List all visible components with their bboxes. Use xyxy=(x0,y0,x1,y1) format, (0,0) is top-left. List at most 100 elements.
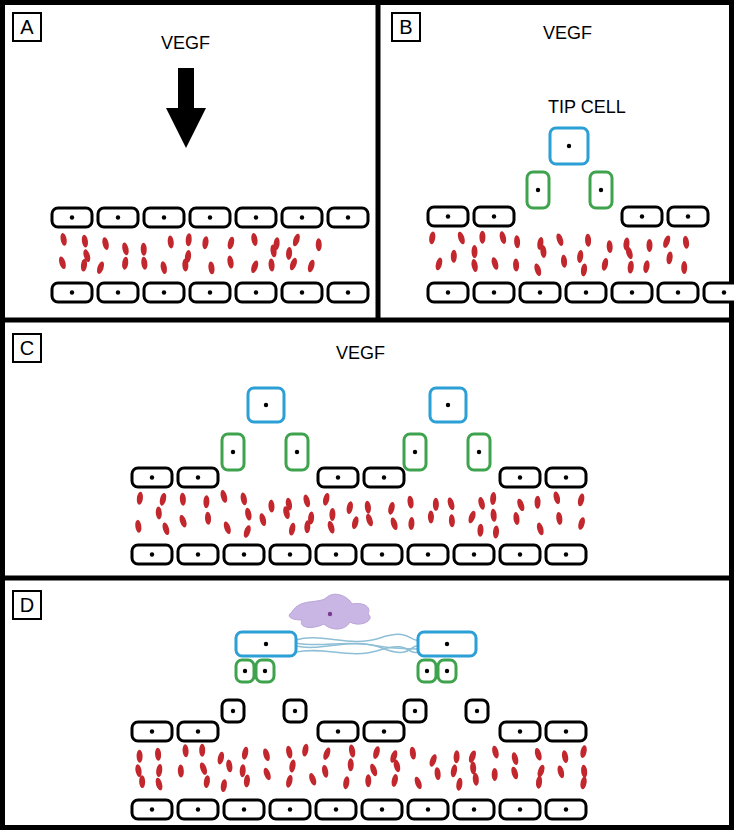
endothelial-cell xyxy=(132,800,172,819)
blood-cell xyxy=(585,234,592,247)
cell-nucleus xyxy=(492,214,496,218)
cell-nucleus xyxy=(584,290,588,294)
blood-cell xyxy=(268,499,275,512)
cell-nucleus xyxy=(295,450,299,454)
endothelial-cell xyxy=(270,800,310,819)
blood-cell xyxy=(662,234,672,248)
blood-cell xyxy=(456,231,466,245)
cell-nucleus xyxy=(300,290,304,294)
blood-cell xyxy=(285,745,293,759)
blood-cell xyxy=(322,492,331,506)
blood-cell xyxy=(203,775,211,789)
blood-cell xyxy=(365,774,371,787)
endothelial-cell xyxy=(362,545,402,564)
blood-cell xyxy=(428,510,434,523)
blood-cell xyxy=(179,492,186,505)
endothelial-cell xyxy=(222,700,244,722)
blood-cell xyxy=(185,233,192,246)
blood-cell xyxy=(601,257,609,271)
blood-cell xyxy=(510,766,519,780)
stalk-cell xyxy=(286,434,308,470)
blood-cell xyxy=(533,263,542,277)
blood-cell xyxy=(136,750,142,763)
blood-cell xyxy=(282,506,291,520)
cell-nucleus xyxy=(150,552,154,556)
vegf-arrow xyxy=(166,108,206,148)
cell-nucleus xyxy=(445,642,449,646)
blood-cell xyxy=(514,235,521,248)
blood-cell xyxy=(536,522,545,536)
blood-cell xyxy=(577,516,586,530)
blood-cell xyxy=(477,496,486,510)
cell-nucleus xyxy=(196,729,200,733)
blood-cell xyxy=(471,245,477,258)
endothelial-cell xyxy=(428,207,468,226)
blood-cell xyxy=(493,525,500,538)
endothelial-cell xyxy=(454,545,494,564)
panel-divider xyxy=(376,0,381,320)
blood-cell xyxy=(513,512,521,526)
endothelial-cell xyxy=(364,468,404,487)
cell-nucleus xyxy=(380,552,384,556)
blood-cell xyxy=(472,772,479,786)
endothelial-cell xyxy=(546,468,586,487)
blood-cell xyxy=(536,764,546,778)
blood-cell xyxy=(387,501,396,515)
endothelial-cell xyxy=(428,283,468,302)
blood-cell xyxy=(155,506,162,519)
blood-cell xyxy=(390,774,399,788)
stalk-cell xyxy=(438,660,456,682)
endothelial-cell xyxy=(190,283,230,302)
blood-cell xyxy=(316,238,322,251)
endothelial-cell xyxy=(474,207,514,226)
blood-cell xyxy=(101,237,110,251)
cell-nucleus xyxy=(208,215,212,219)
cell-nucleus xyxy=(254,290,258,294)
blood-cell xyxy=(307,259,316,273)
endothelial-cell xyxy=(144,283,184,302)
endothelial-cell xyxy=(178,545,218,564)
blood-cell xyxy=(96,261,106,275)
new-vessel xyxy=(296,634,418,641)
cell-nucleus xyxy=(472,807,476,811)
blood-cell xyxy=(342,776,350,790)
cell-nucleus xyxy=(380,807,384,811)
cell-nucleus xyxy=(538,290,542,294)
blood-cell xyxy=(434,767,441,781)
blood-cell xyxy=(202,236,210,250)
blood-cell xyxy=(244,507,252,521)
tip-cell xyxy=(418,632,476,656)
blood-cell xyxy=(434,257,443,271)
blood-cell xyxy=(258,513,267,527)
blood-cell xyxy=(286,247,293,260)
cell-nucleus xyxy=(196,552,200,556)
cell-nucleus xyxy=(425,669,429,673)
cell-nucleus xyxy=(564,475,568,479)
cell-nucleus xyxy=(264,642,268,646)
cell-nucleus xyxy=(446,290,450,294)
blood-cell xyxy=(243,774,250,787)
blood-cell xyxy=(161,522,170,536)
blood-cell xyxy=(449,514,456,527)
endothelial-cell xyxy=(566,283,606,302)
blood-cell xyxy=(365,513,375,527)
stalk-cell xyxy=(256,660,274,682)
panel-frame xyxy=(3,3,732,828)
endothelial-cell xyxy=(270,545,310,564)
endothelial-cell xyxy=(466,700,488,722)
cell-nucleus xyxy=(676,290,680,294)
endothelial-cell xyxy=(474,283,514,302)
blood-cell xyxy=(134,519,142,533)
panel-letter: B xyxy=(399,17,412,37)
blood-cell xyxy=(178,764,184,777)
blood-cell xyxy=(348,744,356,758)
blood-cell xyxy=(288,522,296,536)
endothelial-cell xyxy=(362,800,402,819)
endothelial-cell xyxy=(52,283,92,302)
tip-cell xyxy=(430,388,466,422)
stalk-cell xyxy=(527,172,549,208)
cell-nucleus xyxy=(536,188,540,192)
blood-cell xyxy=(155,764,163,778)
blood-cell xyxy=(289,759,297,773)
